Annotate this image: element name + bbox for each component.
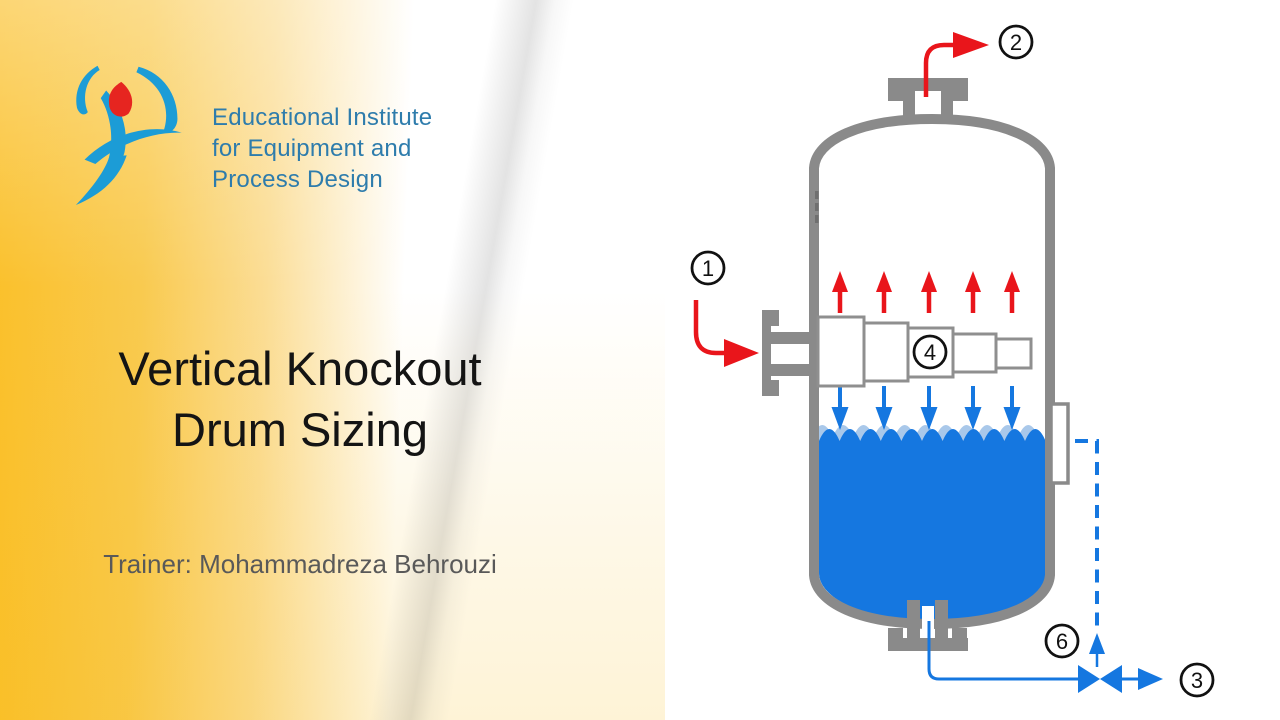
inlet-nozzle [762,310,816,396]
institute-name: Educational Institute for Equipment and … [212,102,432,195]
inlet-flow-arrow [693,300,759,367]
liquid-outlet-line [927,621,1078,681]
callout-4: 4 [912,334,948,370]
up-arrow [832,271,848,313]
up-arrow [1004,271,1020,313]
callout-4-number: 4 [924,340,936,365]
liquid-outlet-arrow [1122,668,1163,690]
down-arrow [831,386,849,430]
callout-1-number: 1 [702,256,714,281]
callout-3-number: 3 [1191,668,1203,693]
vessel-outline [809,113,1055,630]
signal-arrowhead [1089,633,1105,654]
logo-tail [75,155,127,206]
liquid-fill [819,429,1046,621]
gas-outlet-arrow [923,32,989,97]
institute-name-line-3: Process Design [212,166,383,193]
trainer-credit: Trainer: Mohammadreza Behrouzi [103,549,497,579]
logo-orbit-swoosh [84,129,182,164]
logo-flame [108,81,133,117]
slide-title-line-2: Drum Sizing [172,403,428,456]
institute-logo [75,65,182,206]
callout-3: 3 [1179,662,1215,698]
down-arrow [964,386,982,430]
up-arrow [965,271,981,313]
vapor-up-arrows [832,271,1020,313]
level-signal-line [1075,439,1105,667]
callout-6-number: 6 [1056,629,1068,654]
callout-6: 6 [1044,623,1080,659]
bottom-outlet-nozzle [888,600,968,651]
down-arrow [1003,386,1021,430]
diffuser-stage-4 [951,332,998,374]
callout-2-number: 2 [1010,30,1022,55]
logo-left-wing [76,65,100,115]
logo-body [100,90,126,171]
diffuser-stage-2 [862,321,910,383]
slide-title-line-1: Vertical Knockout [118,342,482,395]
control-valve [1078,665,1122,693]
callout-2: 2 [998,24,1034,60]
down-arrow [875,386,893,430]
institute-name-line-1: Educational Institute [212,104,433,131]
level-gauge [1049,402,1070,485]
slide-title: Vertical Knockout Drum Sizing [0,338,600,460]
down-arrow [920,386,938,430]
diffuser-stage-1 [816,315,866,388]
up-arrow [921,271,937,313]
inlet-diffuser [816,315,1033,388]
diffuser-stage-5 [994,337,1033,370]
weld-tick-marks [815,191,819,223]
logo-right-wing [136,66,178,133]
up-arrow [876,271,892,313]
institute-name-line-2: for Equipment and [212,135,412,162]
callout-1: 1 [690,250,726,286]
liquid-down-arrows [831,386,1021,430]
